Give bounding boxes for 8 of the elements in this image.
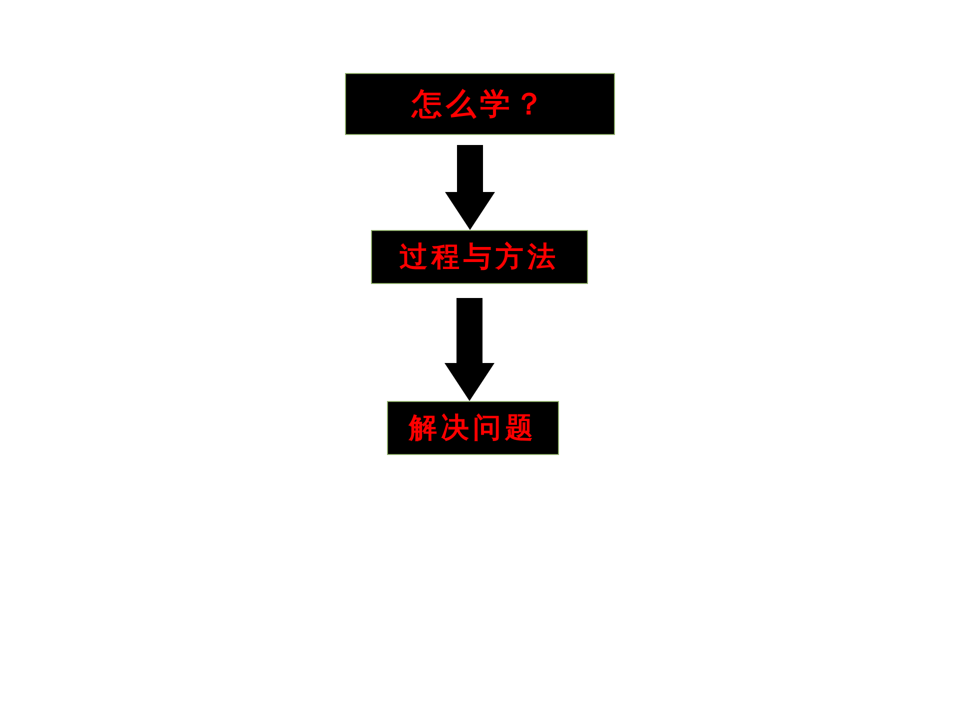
box-label: 解决问题 [409, 410, 537, 446]
block-arrow [444, 298, 494, 401]
process-box [371, 230, 588, 284]
box-label: 怎么学？ [412, 86, 548, 124]
process-box [387, 401, 559, 455]
box-label: 过程与方法 [400, 239, 560, 275]
block-arrow [445, 145, 495, 230]
process-box [345, 73, 615, 135]
